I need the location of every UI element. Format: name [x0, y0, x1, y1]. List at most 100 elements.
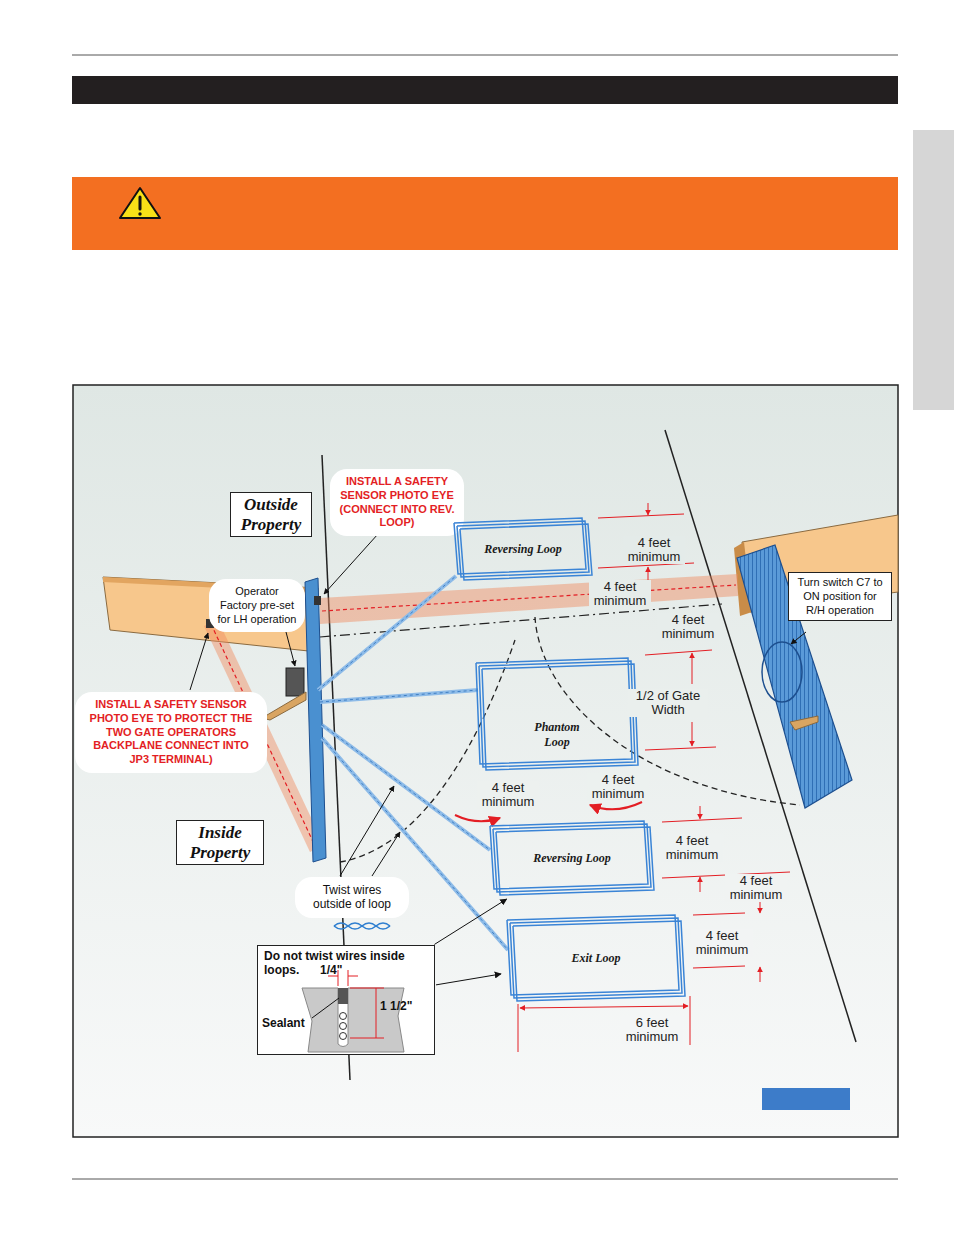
twisted-wire: [334, 923, 390, 929]
wall: [103, 577, 318, 652]
leader-line: [286, 632, 295, 666]
loop-box: Reversing Loop: [486, 818, 658, 898]
warning-bar: [72, 177, 898, 250]
inset-text: Do not twist wires inside loops.: [264, 949, 432, 977]
warning-icon-dot: [138, 212, 141, 215]
dimension-label: 4 feet minimum: [691, 929, 753, 958]
sealant-fill: [338, 988, 348, 1004]
dimension-line: [376, 988, 377, 1038]
loop-wire: [322, 738, 508, 950]
leader-line: [372, 832, 400, 876]
wire-callout: Twist wires outside of loop: [298, 880, 406, 915]
dimension-label: 1/2 of Gate Width: [628, 689, 708, 718]
gate-leaf: [305, 578, 326, 862]
dimension-label: 4 feet minimum: [477, 781, 539, 810]
dimension-arrow: [648, 567, 649, 580]
dimension-label: 4 feet minimum: [589, 580, 651, 609]
inset-text: 1 1/2": [380, 999, 430, 1013]
note-text: INSTALL A SAFETY SENSOR PHOTO EYE (CONNE…: [338, 475, 456, 530]
loop-outline: [507, 915, 679, 995]
extension-line: [645, 650, 712, 655]
inset-text: 1/4": [320, 963, 354, 977]
region-text: Outside Property: [235, 495, 307, 534]
dimension-arrow: [700, 806, 701, 819]
dimension-label: 4 feet minimum: [623, 536, 685, 565]
leader-connector: [434, 899, 506, 944]
loop-wire-section: [340, 1023, 347, 1030]
loop-wire-twist: [320, 690, 478, 702]
leader-line: [190, 633, 208, 690]
note-text: INSTALL A SAFETY SENSOR PHOTO EYE TO PRO…: [83, 698, 259, 767]
loop-box: Reversing Loop: [450, 515, 596, 583]
footer-rule: [72, 1179, 898, 1180]
operator-arm: [790, 716, 818, 730]
heading-bar: [72, 76, 898, 104]
loop-name: Reversing Loop: [484, 542, 562, 556]
switch-callout: Turn switch C7 to ON position for R/H op…: [788, 572, 892, 621]
loop-wire-twist: [318, 576, 456, 690]
dimension-arrow: [700, 877, 701, 892]
extension-line: [518, 1004, 519, 1052]
leader-line: [312, 998, 339, 1018]
leader-connector: [436, 974, 501, 985]
dimension-line: [350, 988, 384, 989]
operator-arm: [262, 692, 306, 720]
loop-wire: [320, 690, 478, 702]
loop-wire-twist: [322, 738, 508, 950]
dimension-label: 6 feet minimum: [621, 1016, 683, 1045]
gate-operator-mark: [762, 642, 802, 702]
loop-outline: [476, 658, 632, 764]
inset-text: Sealant: [262, 1016, 310, 1030]
pavement-section: [302, 988, 404, 1052]
loop-shape: [472, 655, 642, 773]
loop-outline: [510, 918, 682, 998]
dimension-line: [350, 1038, 384, 1039]
dimension-arc: [455, 815, 500, 821]
dimension-arrow: [692, 653, 693, 684]
header-rule: [72, 55, 898, 56]
dimension-label: 4 feet minimum: [587, 773, 649, 802]
leader-line: [340, 786, 394, 876]
property-line: [665, 430, 856, 1042]
gate-operator: [286, 668, 304, 696]
dimension-arrow: [520, 1006, 688, 1008]
loop-wire: [318, 576, 456, 690]
dimension-arrow: [692, 722, 693, 746]
region-text: Inside Property: [181, 823, 259, 862]
region-label: Outside Property: [230, 492, 312, 537]
twisted-wire: [334, 923, 390, 929]
photo-eye-ray: [322, 585, 736, 611]
dimension-label: 4 feet minimum: [661, 834, 723, 863]
extension-line: [598, 514, 684, 518]
dimension-arrow: [760, 967, 761, 982]
loop-outline: [493, 824, 651, 892]
loop-outline: [482, 664, 638, 770]
loop-outline: [479, 661, 635, 767]
leader-line: [791, 632, 806, 644]
extension-line: [693, 913, 745, 915]
side-tab: [913, 130, 954, 410]
region-label: Inside Property: [176, 820, 264, 865]
extension-line: [690, 996, 691, 1045]
dimension-lines: [455, 503, 790, 1052]
loop-wire-section: [340, 1013, 347, 1020]
operator-callout: Operator Factory pre-set for LH operatio…: [212, 582, 302, 629]
loop-outline: [460, 524, 592, 580]
loop-name: Phantom Loop: [525, 720, 589, 749]
figure-frame: [73, 385, 898, 1137]
extension-line: [645, 747, 716, 750]
callout-note: INSTALL A SAFETY SENSOR PHOTO EYE (CONNE…: [333, 472, 461, 533]
dimension-line: [348, 970, 349, 986]
warning-icon: [120, 188, 160, 218]
loop-name: Exit Loop: [571, 951, 620, 965]
leader-line: [324, 534, 378, 594]
loop-name: Reversing Loop: [533, 851, 611, 865]
note-text: Operator Factory pre-set for LH operatio…: [217, 585, 297, 626]
leader-lines: [190, 534, 806, 876]
loop-outline: [457, 521, 589, 577]
dimension-arrow: [648, 503, 649, 515]
callout-note: INSTALL A SAFETY SENSOR PHOTO EYE TO PRO…: [78, 695, 264, 770]
